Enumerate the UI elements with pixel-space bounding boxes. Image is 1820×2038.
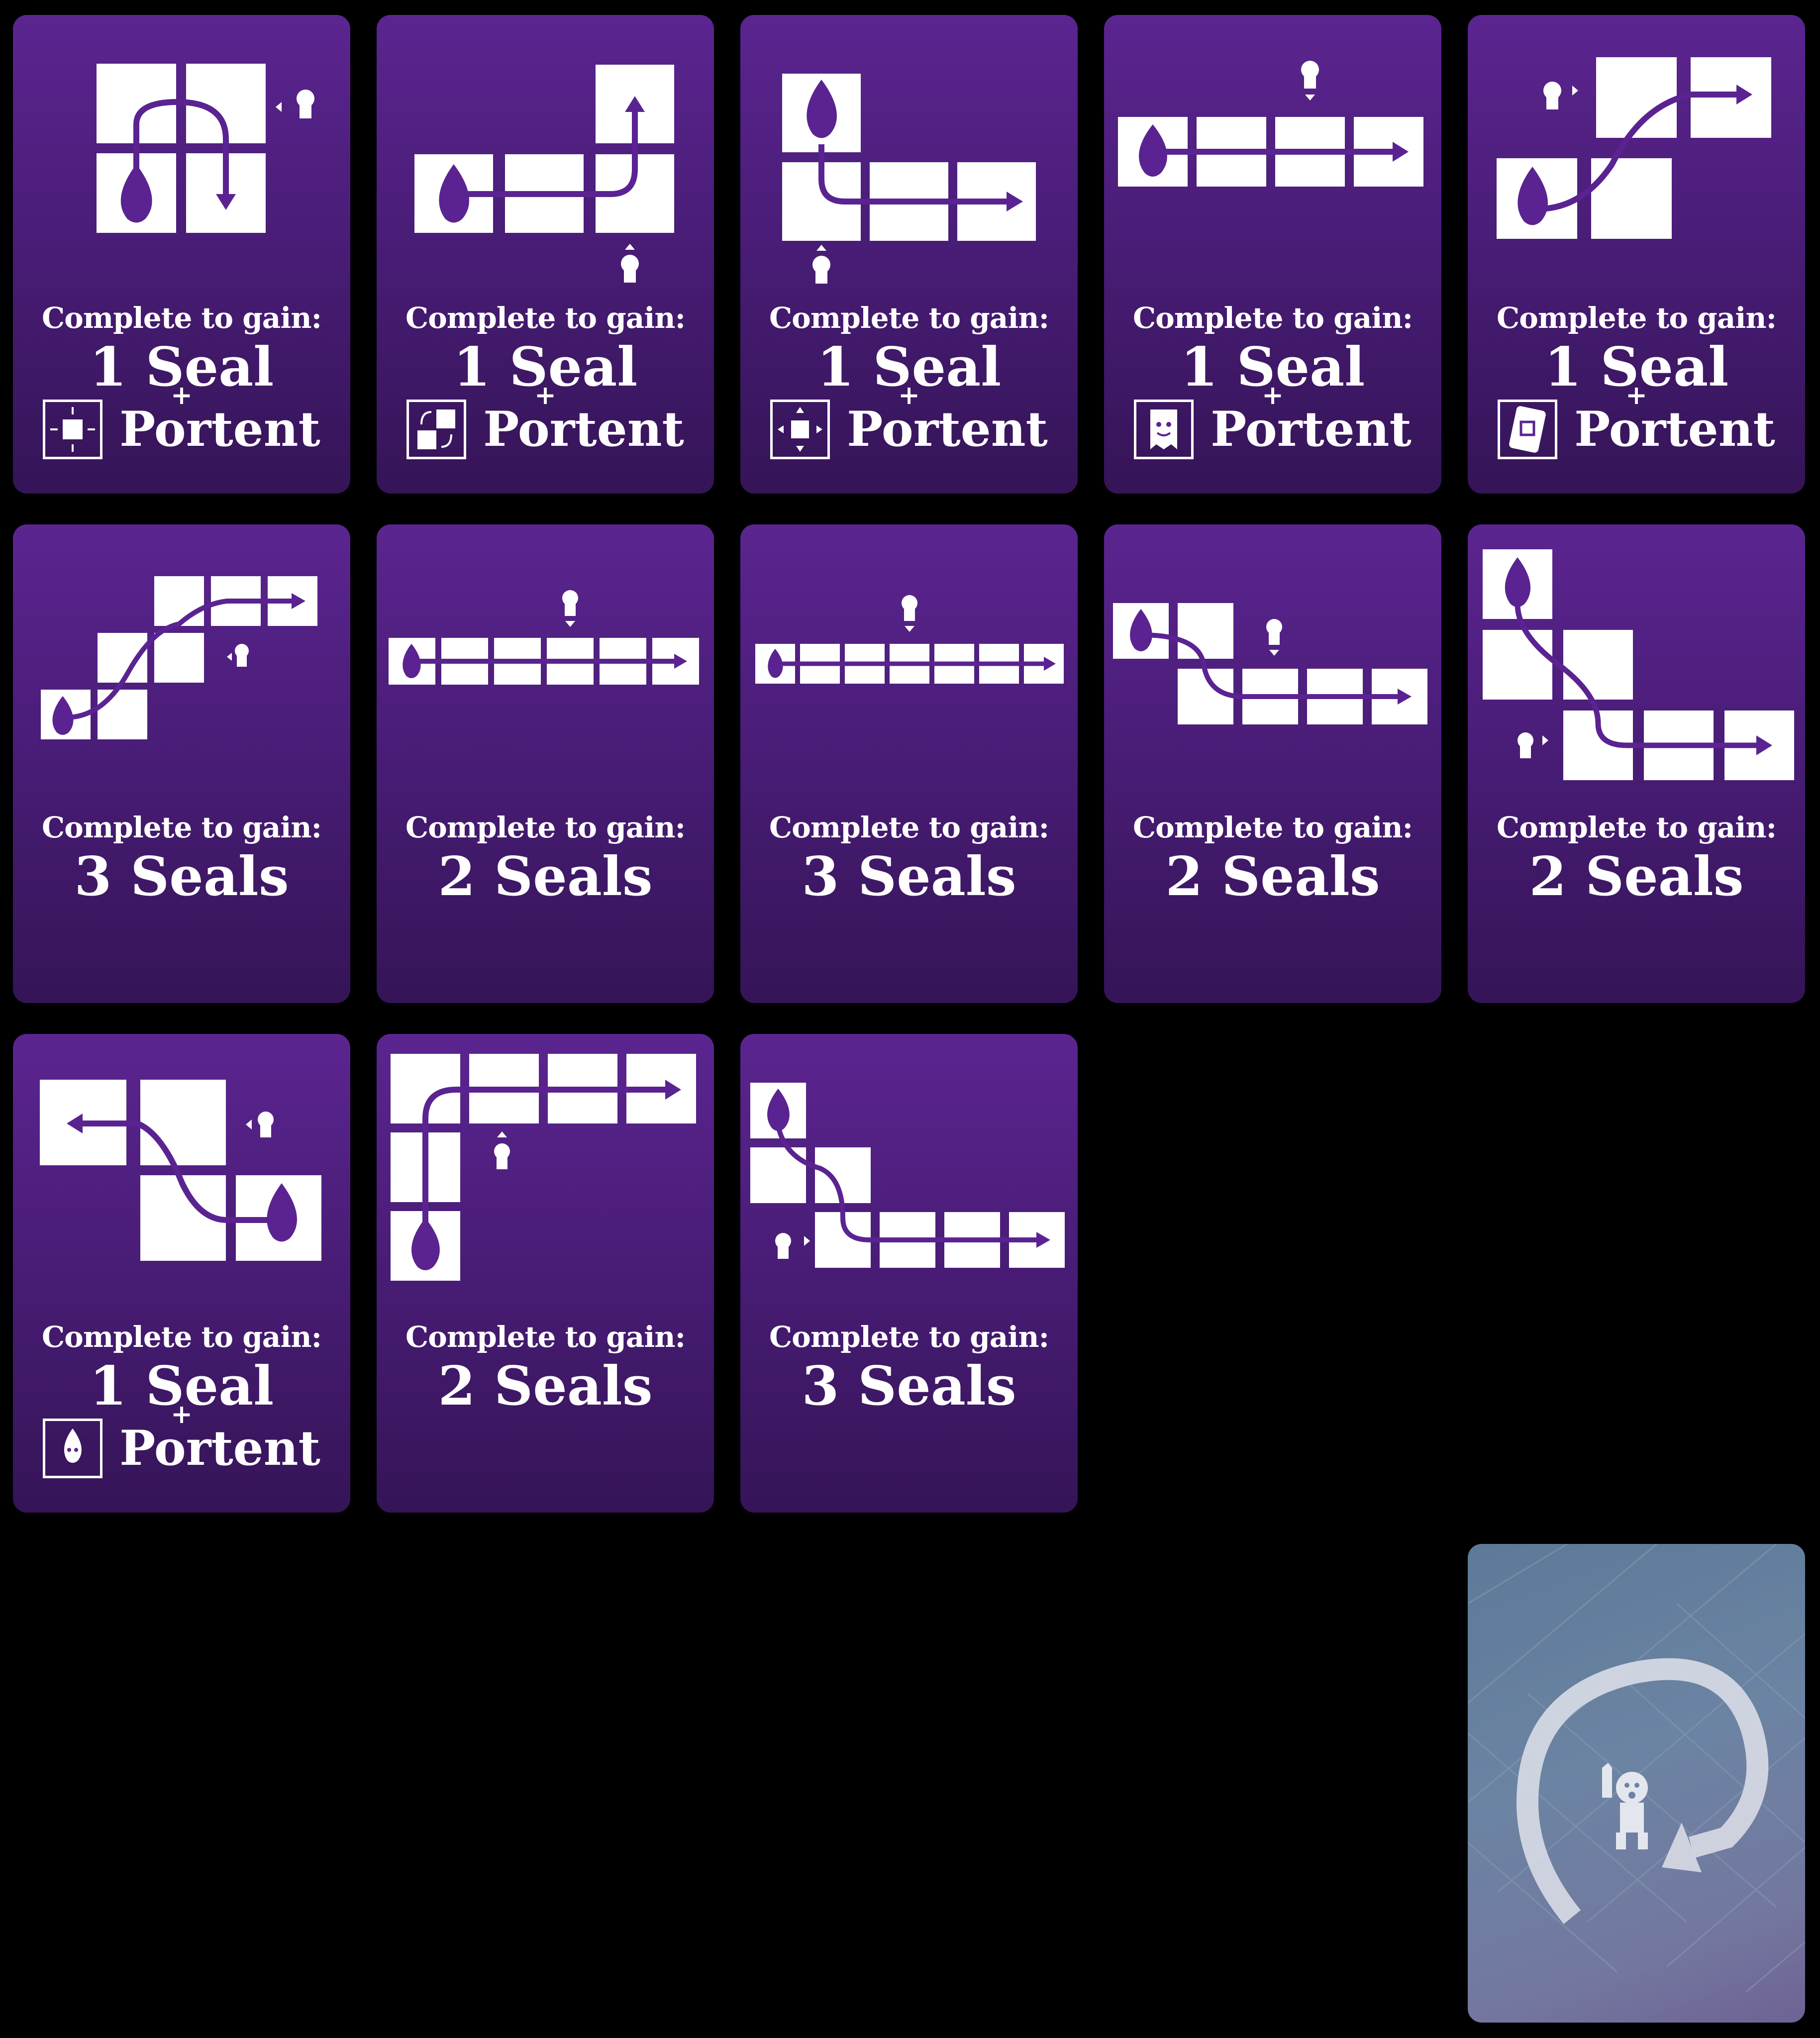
- goal-card-9[interactable]: Complete to gain: 2 Seals: [1104, 524, 1441, 1003]
- complete-to-gain-label: Complete to gain:: [769, 811, 1049, 844]
- complete-to-gain-label: Complete to gain:: [41, 811, 322, 844]
- flame-creature-icon: [1517, 167, 1548, 225]
- tile-pattern: [40, 1080, 321, 1261]
- flame-creature-icon: [439, 164, 469, 223]
- seal-reward: 1 Seal: [816, 336, 1002, 399]
- card-back[interactable]: [1468, 1544, 1805, 2023]
- portent-label: Portent: [483, 401, 684, 457]
- seal-reward: 3 Seals: [802, 845, 1016, 908]
- goal-card-11[interactable]: Complete to gain: 1 Seal + Portent: [13, 1034, 350, 1513]
- complete-to-gain-label: Complete to gain:: [41, 301, 322, 335]
- imp-icon: [246, 1112, 274, 1137]
- flame-creature-icon: [267, 1183, 297, 1242]
- seal-reward: 1 Seal: [1180, 336, 1365, 399]
- flame-creature-icon: [1130, 609, 1152, 651]
- flame-creature-icon: [767, 1089, 790, 1131]
- goal-card-10[interactable]: Complete to gain: 2 Seals: [1468, 524, 1805, 1003]
- goal-card-2[interactable]: Complete to gain: 1 Seal + Portent: [377, 15, 714, 494]
- tile-pattern: [755, 595, 1064, 684]
- seal-reward: 3 Seals: [802, 1355, 1016, 1418]
- portent-label: Portent: [119, 1420, 320, 1476]
- complete-to-gain-label: Complete to gain:: [1496, 811, 1777, 844]
- imp-icon: [1266, 619, 1282, 656]
- spiral-card-icon: [1498, 400, 1558, 459]
- flame-creature-icon: [120, 164, 152, 223]
- goal-card-3[interactable]: Complete to gain: 1 Seal + Portent: [740, 15, 1078, 494]
- imp-spiral-emblem-icon: [1468, 1544, 1805, 1993]
- seal-reward: 2 Seals: [438, 1355, 653, 1418]
- plus-sign: +: [171, 380, 193, 410]
- goal-card-5[interactable]: Complete to gain: 1 Seal + Portent: [1468, 15, 1805, 494]
- complete-to-gain-label: Complete to gain:: [405, 1320, 686, 1354]
- imp-icon: [775, 1233, 810, 1259]
- flame-creature-icon: [411, 1218, 440, 1270]
- imp-icon: [1301, 61, 1319, 101]
- imp-icon: [812, 245, 830, 284]
- move-tile-arrows-icon: [770, 400, 830, 459]
- flame-creature-icon: [768, 649, 783, 678]
- goal-card-8[interactable]: Complete to gain: 3 Seals: [740, 524, 1078, 1003]
- complete-to-gain-label: Complete to gain:: [769, 1320, 1049, 1354]
- imp-icon: [562, 590, 578, 627]
- goal-card-4[interactable]: Complete to gain: 1 Seal + Portent: [1104, 15, 1441, 494]
- seal-reward: 1 Seal: [89, 1355, 274, 1418]
- tile-pattern: [1497, 57, 1771, 239]
- goal-card-13[interactable]: Complete to gain: 3 Seals: [740, 1034, 1078, 1513]
- tile-pattern: [1483, 549, 1794, 780]
- portent-label: Portent: [847, 401, 1048, 457]
- imp-icon: [621, 244, 639, 283]
- plus-sign: +: [534, 380, 556, 410]
- imp-icon: [227, 644, 249, 667]
- seal-reward: 1 Seal: [89, 336, 274, 399]
- goal-card-7[interactable]: Complete to gain: 2 Seals: [377, 524, 714, 1003]
- ghost-card-icon: [1134, 400, 1194, 459]
- goal-card-1[interactable]: Complete to gain: 1 Seal + Portent: [13, 15, 350, 494]
- portent-label: Portent: [1574, 401, 1775, 457]
- complete-to-gain-label: Complete to gain:: [1496, 301, 1777, 335]
- seal-reward: 3 Seals: [74, 845, 289, 908]
- imp-icon: [1517, 732, 1548, 758]
- complete-to-gain-label: Complete to gain:: [1132, 301, 1413, 335]
- tile-pattern: [750, 1083, 1065, 1268]
- portent-label: Portent: [1211, 401, 1412, 457]
- seal-reward: 2 Seals: [1529, 845, 1744, 908]
- imp-icon: [1543, 82, 1578, 109]
- complete-to-gain-label: Complete to gain:: [769, 301, 1049, 335]
- swap-tiles-icon: [406, 400, 467, 459]
- tile-pattern: [41, 576, 317, 739]
- seal-reward: 2 Seals: [438, 845, 653, 908]
- flame-creature-icon: [1139, 124, 1167, 177]
- complete-to-gain-label: Complete to gain:: [405, 301, 686, 335]
- tile-pattern: [414, 65, 674, 283]
- plus-sign: +: [898, 380, 920, 410]
- flame-creature-icon: [52, 696, 74, 735]
- tile-pattern: [782, 74, 1036, 284]
- tile-pattern: [391, 1054, 696, 1281]
- tile-pattern: [1118, 61, 1423, 187]
- expanding-tile-icon: [43, 400, 103, 459]
- tile-pattern: [1113, 603, 1427, 724]
- plus-sign: +: [1625, 380, 1647, 410]
- flame-creature-icon: [403, 644, 421, 678]
- imp-icon: [494, 1131, 510, 1169]
- plus-sign: +: [1262, 380, 1284, 410]
- tile-pattern: [97, 64, 314, 233]
- seal-reward: 1 Seal: [1544, 336, 1729, 399]
- portent-label: Portent: [119, 401, 320, 457]
- complete-to-gain-label: Complete to gain:: [1132, 811, 1413, 844]
- flame-creature-icon: [1505, 557, 1531, 607]
- tile-pattern: [389, 590, 699, 685]
- plus-sign: +: [171, 1399, 193, 1429]
- goal-card-12[interactable]: Complete to gain: 2 Seals: [377, 1034, 714, 1513]
- imp-icon: [902, 595, 917, 632]
- imp-icon: [276, 90, 314, 118]
- seal-reward: 1 Seal: [453, 336, 638, 399]
- seal-reward: 2 Seals: [1165, 845, 1380, 908]
- flame-creature-icon: [43, 1419, 103, 1478]
- complete-to-gain-label: Complete to gain:: [405, 811, 686, 844]
- flame-creature-icon: [807, 80, 837, 138]
- goal-card-6[interactable]: Complete to gain: 3 Seals: [13, 524, 350, 1003]
- complete-to-gain-label: Complete to gain:: [41, 1320, 322, 1354]
